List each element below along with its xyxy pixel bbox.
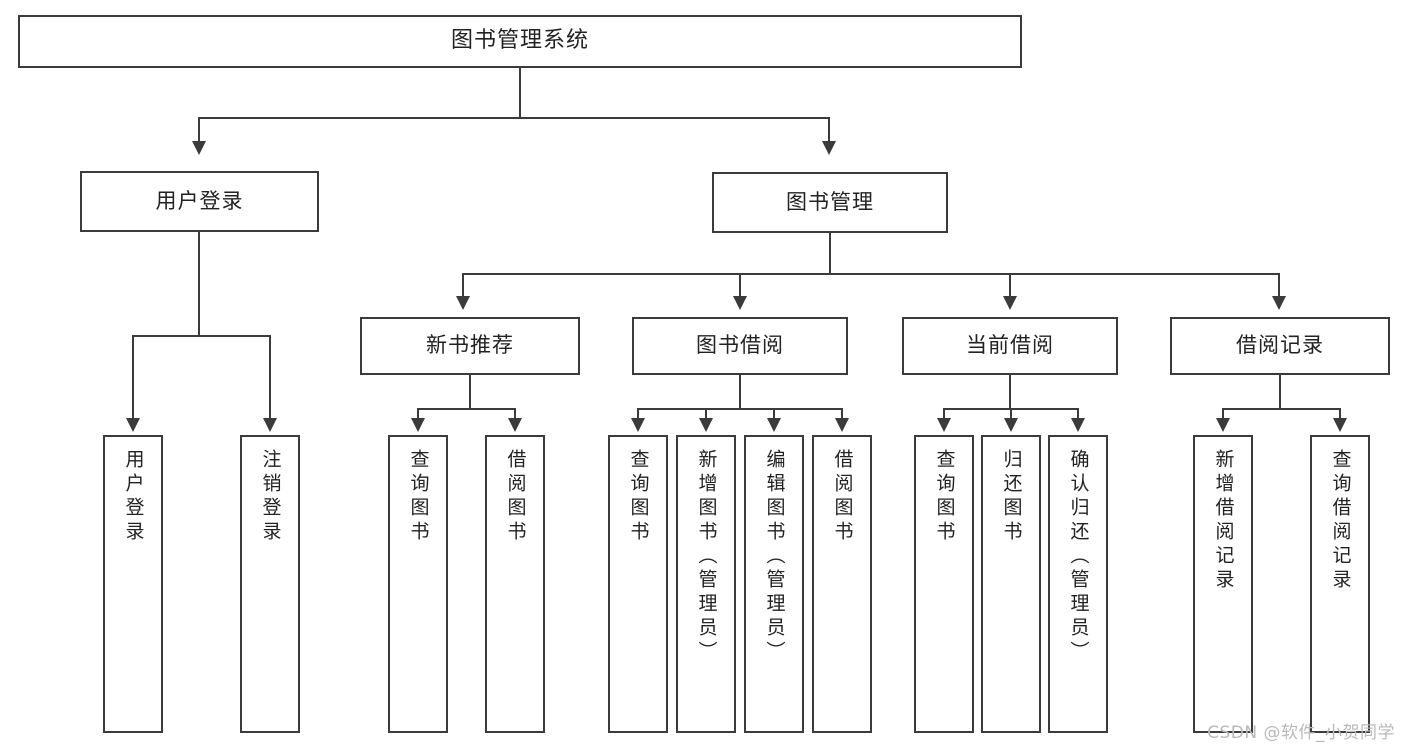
- arrow-to-leaf-confirm-return: [1071, 418, 1085, 432]
- leaf-label: 查询图书: [933, 449, 956, 545]
- leaf-user-login[interactable]: 用户登录: [103, 435, 163, 733]
- connector-user-login-drop-2: [269, 335, 271, 420]
- arrow-to-leaf-user-login: [126, 418, 140, 432]
- leaf-query-borrow-record[interactable]: 查询借阅记录: [1310, 435, 1370, 733]
- arrow-to-leaf-borrow-book-1: [508, 418, 522, 432]
- connector-level2-bus: [462, 273, 1279, 275]
- node-book-borrow[interactable]: 图书借阅: [632, 317, 848, 375]
- arrow-to-leaf-query-book-1: [411, 418, 425, 432]
- connector-user-login-bus: [132, 335, 270, 337]
- node-user-login[interactable]: 用户登录: [80, 171, 319, 232]
- connector-br-drop-1: [1222, 408, 1224, 420]
- arrow-to-borrow-record: [1272, 296, 1286, 310]
- arrow-to-new-book-recommend: [456, 296, 470, 310]
- leaf-add-book[interactable]: 新增图书（管理员）: [676, 435, 736, 733]
- leaf-label: 确认归还（管理员）: [1067, 449, 1090, 665]
- arrow-to-current-borrow: [1003, 296, 1017, 310]
- connector-bb-stem: [739, 375, 741, 409]
- node-label: 新书推荐: [426, 333, 514, 358]
- arrow-to-leaf-query-record: [1333, 418, 1347, 432]
- node-label: 当前借阅: [966, 333, 1054, 358]
- arrow-to-leaf-add-book: [699, 418, 713, 432]
- connector-br-bus: [1222, 408, 1340, 410]
- connector-bb-drop-1: [637, 408, 639, 420]
- leaf-label: 归还图书: [1000, 449, 1023, 545]
- node-current-borrow[interactable]: 当前借阅: [902, 317, 1118, 375]
- leaf-add-borrow-record[interactable]: 新增借阅记录: [1193, 435, 1253, 733]
- connector-cb-drop-2: [1010, 408, 1012, 420]
- connector-user-login-stem: [198, 232, 200, 335]
- connector-level2-drop-2: [739, 273, 741, 298]
- node-borrow-record[interactable]: 借阅记录: [1170, 317, 1390, 375]
- node-label: 图书管理系统: [450, 28, 589, 54]
- node-label: 图书管理: [786, 189, 874, 214]
- arrow-to-leaf-add-record: [1216, 418, 1230, 432]
- arrow-to-user-login: [192, 141, 206, 155]
- connector-root-bus: [198, 117, 830, 119]
- connector-level2-drop-1: [462, 273, 464, 298]
- connector-nbr-stem: [469, 375, 471, 409]
- leaf-logout[interactable]: 注销登录: [240, 435, 300, 733]
- connector-nbr-bus: [417, 408, 516, 410]
- connector-root-stem: [519, 68, 521, 117]
- arrow-to-leaf-query-book-2: [631, 418, 645, 432]
- connector-user-login-drop-1: [132, 335, 134, 420]
- node-book-manage[interactable]: 图书管理: [712, 172, 948, 233]
- csdn-watermark: CSDN @软件_小贺同学: [1207, 723, 1395, 743]
- leaf-query-book-current[interactable]: 查询图书: [914, 435, 974, 733]
- arrow-to-book-manage: [822, 141, 836, 155]
- node-label: 用户登录: [155, 188, 244, 213]
- leaf-borrow-book-recommend[interactable]: 借阅图书: [485, 435, 545, 733]
- leaf-label: 新增借阅记录: [1212, 449, 1235, 593]
- node-label: 借阅记录: [1236, 333, 1324, 358]
- connector-bb-bus: [637, 408, 843, 410]
- leaf-label: 查询图书: [407, 449, 430, 545]
- node-root-book-management-system[interactable]: 图书管理系统: [18, 15, 1022, 68]
- connector-book-manage-stem: [829, 233, 831, 274]
- leaf-confirm-return[interactable]: 确认归还（管理员）: [1048, 435, 1108, 733]
- node-label: 图书借阅: [696, 333, 784, 358]
- connector-cb-drop-1: [943, 408, 945, 420]
- arrow-to-leaf-edit-book: [767, 418, 781, 432]
- leaf-label: 借阅图书: [831, 449, 854, 545]
- connector-nbr-drop-2: [514, 408, 516, 420]
- leaf-borrow-book[interactable]: 借阅图书: [812, 435, 872, 733]
- connector-bb-drop-2: [705, 408, 707, 420]
- connector-level2-drop-3: [1009, 273, 1011, 298]
- leaf-label: 查询借阅记录: [1329, 449, 1352, 593]
- leaf-label: 编辑图书（管理员）: [763, 449, 786, 665]
- connector-bb-drop-3: [773, 408, 775, 420]
- connector-br-drop-2: [1339, 408, 1341, 420]
- arrow-to-leaf-return-book: [1004, 418, 1018, 432]
- leaf-edit-book[interactable]: 编辑图书（管理员）: [744, 435, 804, 733]
- leaf-query-book-borrow[interactable]: 查询图书: [608, 435, 668, 733]
- connector-cb-drop-3: [1077, 408, 1079, 420]
- arrow-to-leaf-logout: [263, 418, 277, 432]
- leaf-return-book[interactable]: 归还图书: [981, 435, 1041, 733]
- connector-root-drop-right: [828, 117, 830, 143]
- leaf-query-book-recommend[interactable]: 查询图书: [388, 435, 448, 733]
- node-new-book-recommend[interactable]: 新书推荐: [360, 317, 580, 375]
- leaf-label: 用户登录: [122, 449, 145, 545]
- connector-cb-stem: [1009, 375, 1011, 409]
- connector-root-drop-left: [198, 117, 200, 143]
- connector-nbr-drop-1: [417, 408, 419, 420]
- leaf-label: 新增图书（管理员）: [695, 449, 718, 665]
- leaf-label: 查询图书: [627, 449, 650, 545]
- connector-br-stem: [1279, 375, 1281, 409]
- leaf-label: 注销登录: [259, 449, 282, 545]
- connector-bb-drop-4: [841, 408, 843, 420]
- connector-level2-drop-4: [1278, 273, 1280, 298]
- leaf-label: 借阅图书: [504, 449, 527, 545]
- arrow-to-book-borrow: [733, 296, 747, 310]
- arrow-to-leaf-query-book-3: [937, 418, 951, 432]
- arrow-to-leaf-borrow-book-2: [835, 418, 849, 432]
